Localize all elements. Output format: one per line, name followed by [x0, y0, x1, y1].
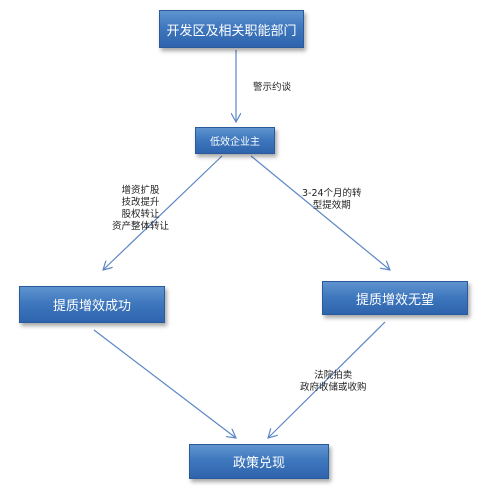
box-upgrade-hopeless-label: 提质增效无望 [355, 292, 434, 308]
edge-label-line: 法院拍卖 [314, 370, 353, 381]
edge-label-line: 技改提升 [121, 197, 160, 208]
box-upgrade-success: 提质增效成功 [19, 286, 165, 323]
edge-label-success-measures: 增资扩股 技改提升 股权转让 资产整体转让 [112, 185, 169, 233]
arrow-right-to-bottom [268, 321, 386, 438]
edge-label-line: 型提效期 [312, 200, 351, 211]
box-enterprise-owner: 低效企业主 [195, 127, 275, 154]
edge-label-warning-talk: 警示约谈 [253, 82, 291, 94]
edge-label-transition-period: 3-24个月的转 型提效期 [302, 188, 362, 212]
arrow-left-to-bottom [93, 329, 236, 438]
edge-label-warning-talk-text: 警示约谈 [253, 82, 292, 93]
box-development-zone-label: 开发区及相关职能部门 [166, 23, 297, 39]
box-enterprise-owner-label: 低效企业主 [210, 137, 260, 148]
edge-label-line: 增资扩股 [121, 185, 160, 196]
box-policy-fulfillment: 政策兑现 [189, 444, 329, 479]
box-policy-fulfillment-label: 政策兑现 [232, 456, 285, 471]
box-upgrade-hopeless: 提质增效无望 [322, 281, 468, 315]
edge-label-line: 3-24个月的转 [302, 188, 362, 199]
edge-label-line: 政府收储或收购 [300, 382, 367, 393]
edge-label-disposal-methods: 法院拍卖 政府收储或收购 [300, 370, 367, 394]
box-development-zone: 开发区及相关职能部门 [159, 10, 304, 48]
box-upgrade-success-label: 提质增效成功 [52, 299, 131, 314]
arrow-middle-to-right [250, 155, 390, 270]
edge-label-line: 资产整体转让 [112, 221, 170, 232]
edge-label-line: 股权转让 [121, 209, 160, 220]
arrow-middle-to-left [103, 155, 223, 270]
